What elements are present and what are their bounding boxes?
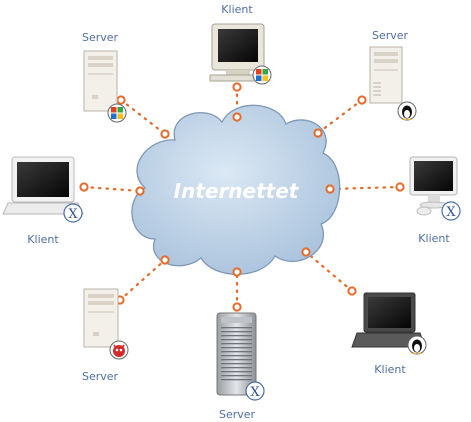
bsd-daemon-icon	[109, 340, 129, 360]
laptop-icon	[351, 292, 426, 348]
tower-server-icon	[83, 50, 118, 112]
svg-text:X: X	[68, 207, 78, 222]
connector-dot	[313, 128, 323, 138]
linux-penguin-icon	[397, 101, 417, 121]
node-label-left-client: Klient	[27, 233, 59, 246]
connector-dot	[232, 267, 242, 277]
node-label-bottom-server: Server	[218, 408, 256, 421]
internet-cloud: Internettet	[131, 104, 341, 275]
link-right	[328, 185, 402, 191]
svg-text:X: X	[446, 205, 456, 220]
connector-dot	[160, 255, 170, 265]
node-left-client: X	[2, 156, 84, 223]
laptop-icon	[2, 156, 84, 215]
connector-dot	[116, 95, 126, 105]
node-label-top-client: Klient	[221, 3, 253, 16]
node-bottom-right-client	[351, 292, 427, 355]
connector-dot	[325, 184, 335, 194]
node-label-right-client: Klient	[418, 232, 450, 245]
connection-links	[82, 85, 402, 309]
link-left	[82, 185, 142, 193]
node-bottom-left-server	[83, 288, 129, 360]
node-right-client: X	[409, 156, 461, 221]
connector-dot	[357, 95, 367, 105]
imac-icon	[409, 156, 458, 216]
connector-dot	[160, 129, 170, 139]
node-label-top-left-server: Server	[81, 31, 119, 44]
windows-logo-icon	[252, 65, 272, 85]
cloud-label: Internettet	[174, 179, 300, 203]
tower-server-icon	[83, 288, 119, 348]
mac-os-x-logo-icon: X	[441, 201, 461, 221]
link-bottom-right	[304, 250, 354, 293]
connector-dot	[395, 182, 405, 192]
linux-penguin-icon	[407, 335, 427, 355]
connector-dot	[79, 182, 89, 192]
link-top-left	[119, 98, 167, 136]
connector-dot	[301, 247, 311, 257]
node-label-bottom-left-server: Server	[81, 370, 119, 383]
mac-os-x-logo-icon: X	[245, 381, 265, 401]
connector-dot	[232, 302, 242, 312]
node-label-bottom-right-client: Klient	[374, 363, 406, 376]
connector-dot	[135, 186, 145, 196]
node-top-client	[209, 23, 272, 85]
crt-monitor-icon	[209, 23, 265, 82]
connector-dot	[232, 112, 242, 122]
power-mac-g5-icon	[216, 312, 257, 396]
connector-dot	[232, 82, 242, 92]
link-top-right	[316, 98, 364, 135]
svg-text:X: X	[250, 385, 260, 400]
node-top-right-server	[369, 46, 417, 121]
windows-logo-icon	[107, 103, 127, 123]
node-bottom-server: X	[216, 312, 265, 401]
node-label-top-right-server: Server	[371, 29, 409, 42]
node-top-left-server	[83, 50, 127, 123]
mac-os-x-logo-icon: X	[63, 203, 83, 223]
link-bottom-left	[118, 258, 167, 302]
connector-dot	[347, 286, 357, 296]
connection-dots	[79, 82, 405, 312]
tower-server-icon	[369, 46, 403, 104]
